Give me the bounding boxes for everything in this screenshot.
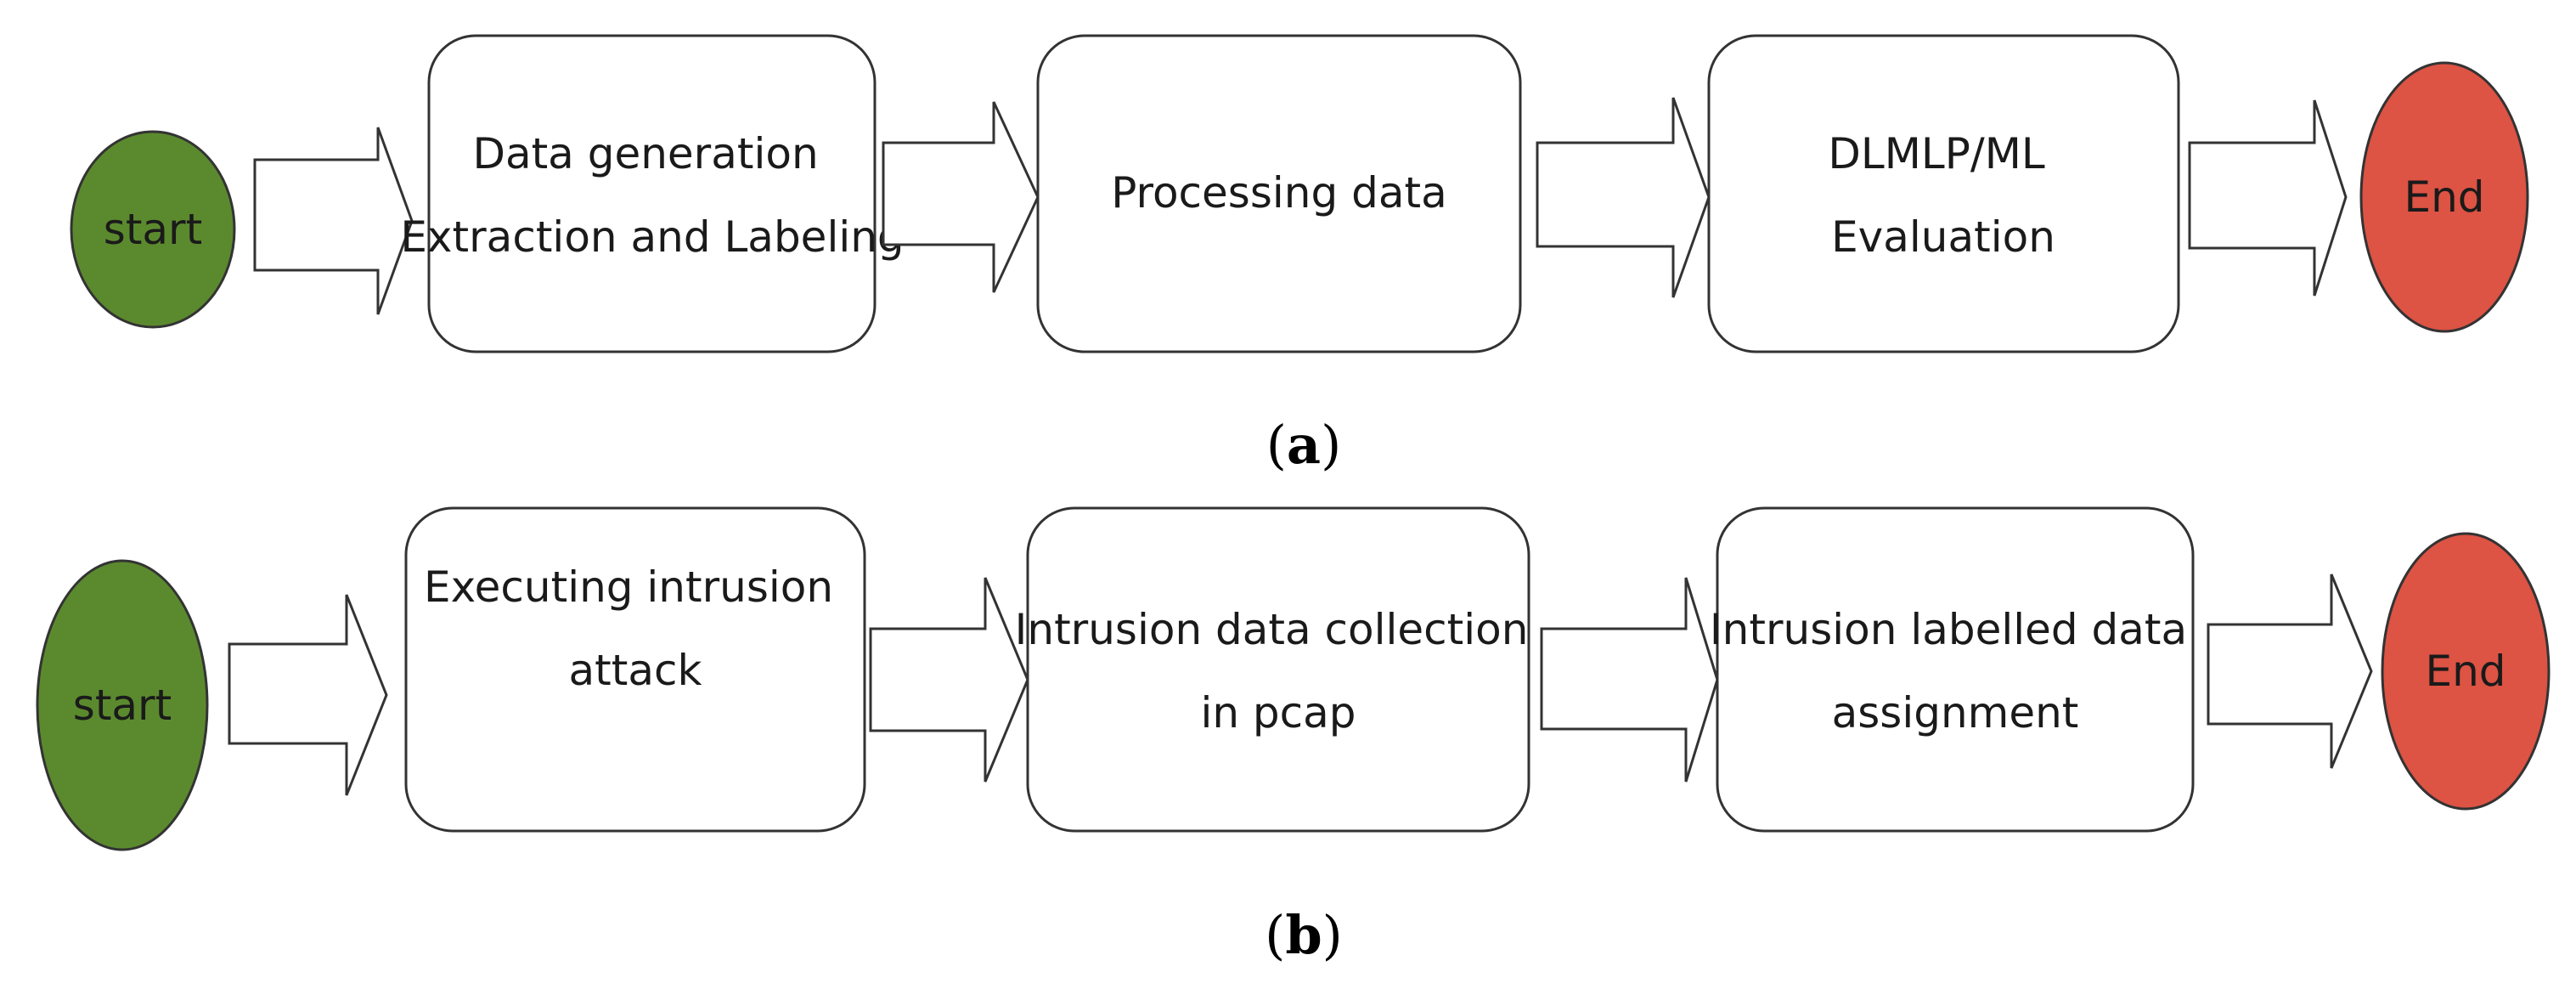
process-step-label: Intrusion labelled data assignment — [1710, 605, 2201, 738]
process-step-label: Intrusion data collection in pcap — [1015, 605, 1542, 738]
end-label: End — [2404, 172, 2484, 222]
end-node — [2381, 532, 2551, 811]
flow-arrow — [253, 127, 414, 315]
flow-arrow — [1540, 577, 1719, 783]
flow-arrow — [1536, 97, 1711, 298]
end-node — [2359, 61, 2529, 333]
flow-arrow — [869, 577, 1029, 783]
flow-arrow — [2188, 99, 2348, 297]
panel-b: start Executing intrusion attack Intrusi… — [36, 506, 2551, 966]
panel-a: start Data generation Extraction and Lab… — [70, 34, 2529, 476]
caption-close-paren: ) — [1321, 414, 1341, 476]
caption-open-paren: ( — [1265, 904, 1285, 966]
start-node — [36, 559, 209, 851]
start-label: start — [104, 205, 202, 254]
process-step-box — [1716, 506, 2195, 833]
process-step-box — [427, 34, 877, 353]
process-step-label: Processing data — [1111, 168, 1447, 218]
caption-letter: a — [1287, 414, 1321, 476]
process-step-box — [1707, 34, 2180, 353]
process-step-label: DLMLP/ML Evaluation — [1828, 129, 2058, 262]
flow-arrow — [228, 594, 388, 796]
process-step-box — [1036, 34, 1522, 353]
panel-caption: (b) — [1265, 904, 1343, 966]
start-node — [70, 130, 236, 329]
process-step-box — [1026, 506, 1530, 833]
caption-close-paren: ) — [1322, 904, 1343, 966]
caption-letter: b — [1285, 904, 1322, 966]
panel-caption: (a) — [1266, 414, 1342, 476]
process-step-label: Data generation Extraction and Labeling — [400, 129, 904, 262]
flow-arrow — [882, 101, 1040, 293]
start-label: start — [73, 681, 172, 730]
flow-arrow — [2207, 574, 2373, 769]
process-step-box — [404, 506, 866, 833]
end-label: End — [2425, 647, 2506, 696]
caption-open-paren: ( — [1266, 414, 1287, 476]
process-step-label: Executing intrusion attack — [424, 562, 847, 695]
